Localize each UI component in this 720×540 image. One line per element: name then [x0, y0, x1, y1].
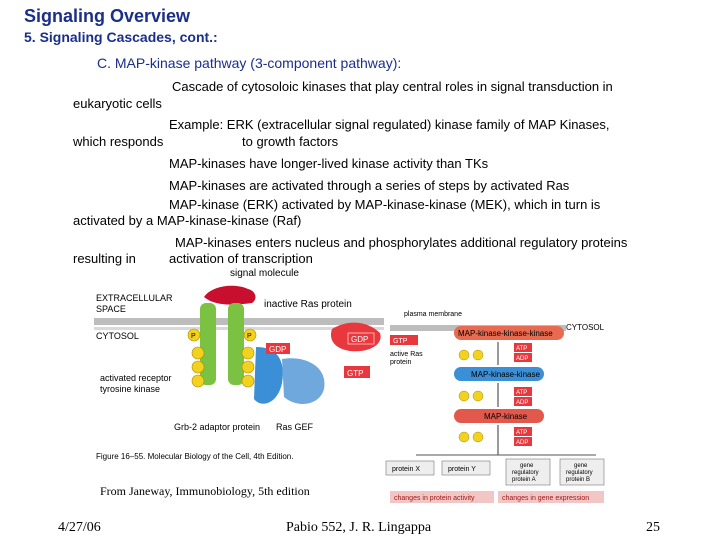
atp-label-3: ATP: [516, 430, 527, 436]
receptor-left-chain: [200, 303, 216, 385]
label-activated-receptor-2: tyrosine kinase: [100, 384, 160, 394]
adp-tag-3: [514, 437, 532, 446]
label-gene-reg-a-3: protein A: [512, 477, 536, 483]
signal-molecule-shape: [204, 285, 256, 305]
receptor-right-chain: [228, 303, 244, 385]
label-gene-reg-b-1: gene: [574, 463, 588, 469]
phospho-icon: [241, 360, 255, 374]
adp-tag-1: [514, 353, 532, 362]
label-gene-reg-b-3: protein B: [566, 477, 590, 483]
label-extracellular: EXTRACELLULAR: [96, 293, 173, 303]
phospho-icon: [191, 374, 205, 388]
label-gene-reg-b-2: regulatory: [566, 470, 593, 476]
label-space: SPACE: [96, 304, 126, 314]
mapkkk-box: [454, 326, 564, 340]
phospho-icon: [191, 360, 205, 374]
footer-course: Pabio 552, J. R. Lingappa: [286, 520, 432, 535]
label-signal-molecule: signal molecule: [230, 268, 299, 279]
label-active-ras-2: protein: [390, 359, 412, 366]
label-mapkk: MAP-kinase-kinase: [471, 370, 540, 379]
label-grb2: Grb-2 adaptor protein: [174, 422, 260, 432]
phospho-icon: [472, 349, 484, 361]
label-changes-expression: changes in gene expression: [502, 495, 589, 502]
bullet-nucleus-line2b: activation of transcription: [169, 251, 313, 266]
gdp-label: GDP: [351, 335, 368, 344]
adp-label-2: ADP: [516, 400, 528, 406]
atp-label-2: ATP: [516, 390, 527, 396]
changes-expression-band: [498, 491, 604, 503]
slide-title: Signaling Overview: [24, 6, 191, 26]
bullet-cascade-line1: Cascade of cytosoloic kinases that play …: [172, 79, 613, 94]
gdp-label-left: GDP: [269, 345, 286, 354]
label-inactive-ras: inactive Ras protein: [264, 299, 352, 310]
figure-credit: From Janeway, Immunobiology, 5th edition: [100, 484, 310, 498]
gtp-label-right: GTP: [393, 338, 408, 345]
bullet-example-line2b: to growth factors: [242, 134, 339, 149]
gtp-label: GTP: [347, 369, 363, 378]
bullet-cascade-line2: eukaryotic cells: [73, 96, 162, 111]
phospho-icon: [458, 390, 470, 402]
label-protein-y: protein Y: [448, 466, 476, 473]
phospho-label: P: [247, 333, 252, 340]
phospho-icon: [243, 328, 257, 342]
label-cytosol-left: CYTOSOL: [96, 331, 139, 341]
phospho-icon: [241, 374, 255, 388]
phospho-label: P: [191, 333, 196, 340]
gtp-tag-right: [390, 335, 418, 345]
atp-label-1: ATP: [516, 346, 527, 352]
bullet-erk-line1: MAP-kinase (ERK) activated by MAP-kinase…: [169, 197, 601, 212]
bullet-erk-line2: activated by a MAP-kinase-kinase (Raf): [73, 213, 302, 228]
section-heading: C. MAP-kinase pathway (3-component pathw…: [97, 55, 402, 71]
phospho-icon: [241, 346, 255, 360]
bullet-example-line1: Example: ERK (extracellular signal regul…: [169, 117, 610, 132]
atp-tag-2: [514, 387, 532, 396]
protein-x-box: [385, 460, 435, 476]
slide-subtitle: 5. Signaling Cascades, cont.:: [24, 29, 218, 45]
map-kinase-pathway-figure: signal molecule EXTRACELLULAR SPACE CYTO…: [94, 268, 605, 503]
label-activated-receptor-1: activated receptor: [100, 373, 172, 383]
label-changes-activity: changes in protein activity: [394, 495, 475, 502]
bullet-activated-by-ras: MAP-kinases are activated through a seri…: [169, 178, 570, 193]
phospho-icon: [187, 328, 201, 342]
atp-tag-1: [514, 343, 532, 352]
phospho-icon: [191, 346, 205, 360]
phospho-icon: [472, 390, 484, 402]
footer-date: 4/27/06: [58, 520, 101, 535]
label-ras-gef: Ras GEF: [276, 422, 314, 432]
footer-page-number: 25: [646, 520, 660, 535]
bullet-nucleus-line1: MAP-kinases enters nucleus and phosphory…: [175, 235, 628, 250]
bullet-example-line2a: which responds: [73, 134, 164, 149]
label-gene-reg-a-1: gene: [520, 463, 534, 469]
gene-reg-a-box: [505, 458, 551, 486]
gdp-tag: [347, 332, 375, 345]
adp-tag-2: [514, 397, 532, 406]
bullet-nucleus-line2a: resulting in: [73, 251, 136, 266]
label-gene-reg-a-2: regulatory: [512, 470, 539, 476]
mapk-box: [454, 409, 544, 423]
label-mapk: MAP-kinase: [484, 412, 528, 421]
protein-y-box: [441, 460, 491, 476]
label-active-ras-1: active Ras: [390, 351, 423, 358]
bullet-longer-lived: MAP-kinases have longer-lived kinase act…: [169, 156, 489, 171]
phospho-icon: [458, 431, 470, 443]
label-mapkkk: MAP-kinase-kinase-kinase: [458, 329, 553, 338]
ras-gef-shape: [282, 358, 325, 404]
phospho-icon: [472, 431, 484, 443]
adp-label-1: ADP: [516, 356, 528, 362]
label-cytosol-right: CYTOSOL: [566, 323, 605, 332]
gdp-tag-left: [266, 343, 290, 354]
atp-tag-3: [514, 427, 532, 436]
adp-label-3: ADP: [516, 440, 528, 446]
label-plasma-membrane: plasma membrane: [404, 311, 462, 318]
gtp-tag: [344, 366, 370, 378]
changes-activity-band: [390, 491, 494, 503]
phospho-icon: [458, 349, 470, 361]
gene-reg-b-box: [559, 458, 605, 486]
label-protein-x: protein X: [392, 466, 420, 473]
mapkk-box: [454, 367, 544, 381]
figure-caption: Figure 16–55. Molecular Biology of the C…: [96, 452, 293, 461]
grb2-adaptor-shape: [254, 347, 283, 404]
